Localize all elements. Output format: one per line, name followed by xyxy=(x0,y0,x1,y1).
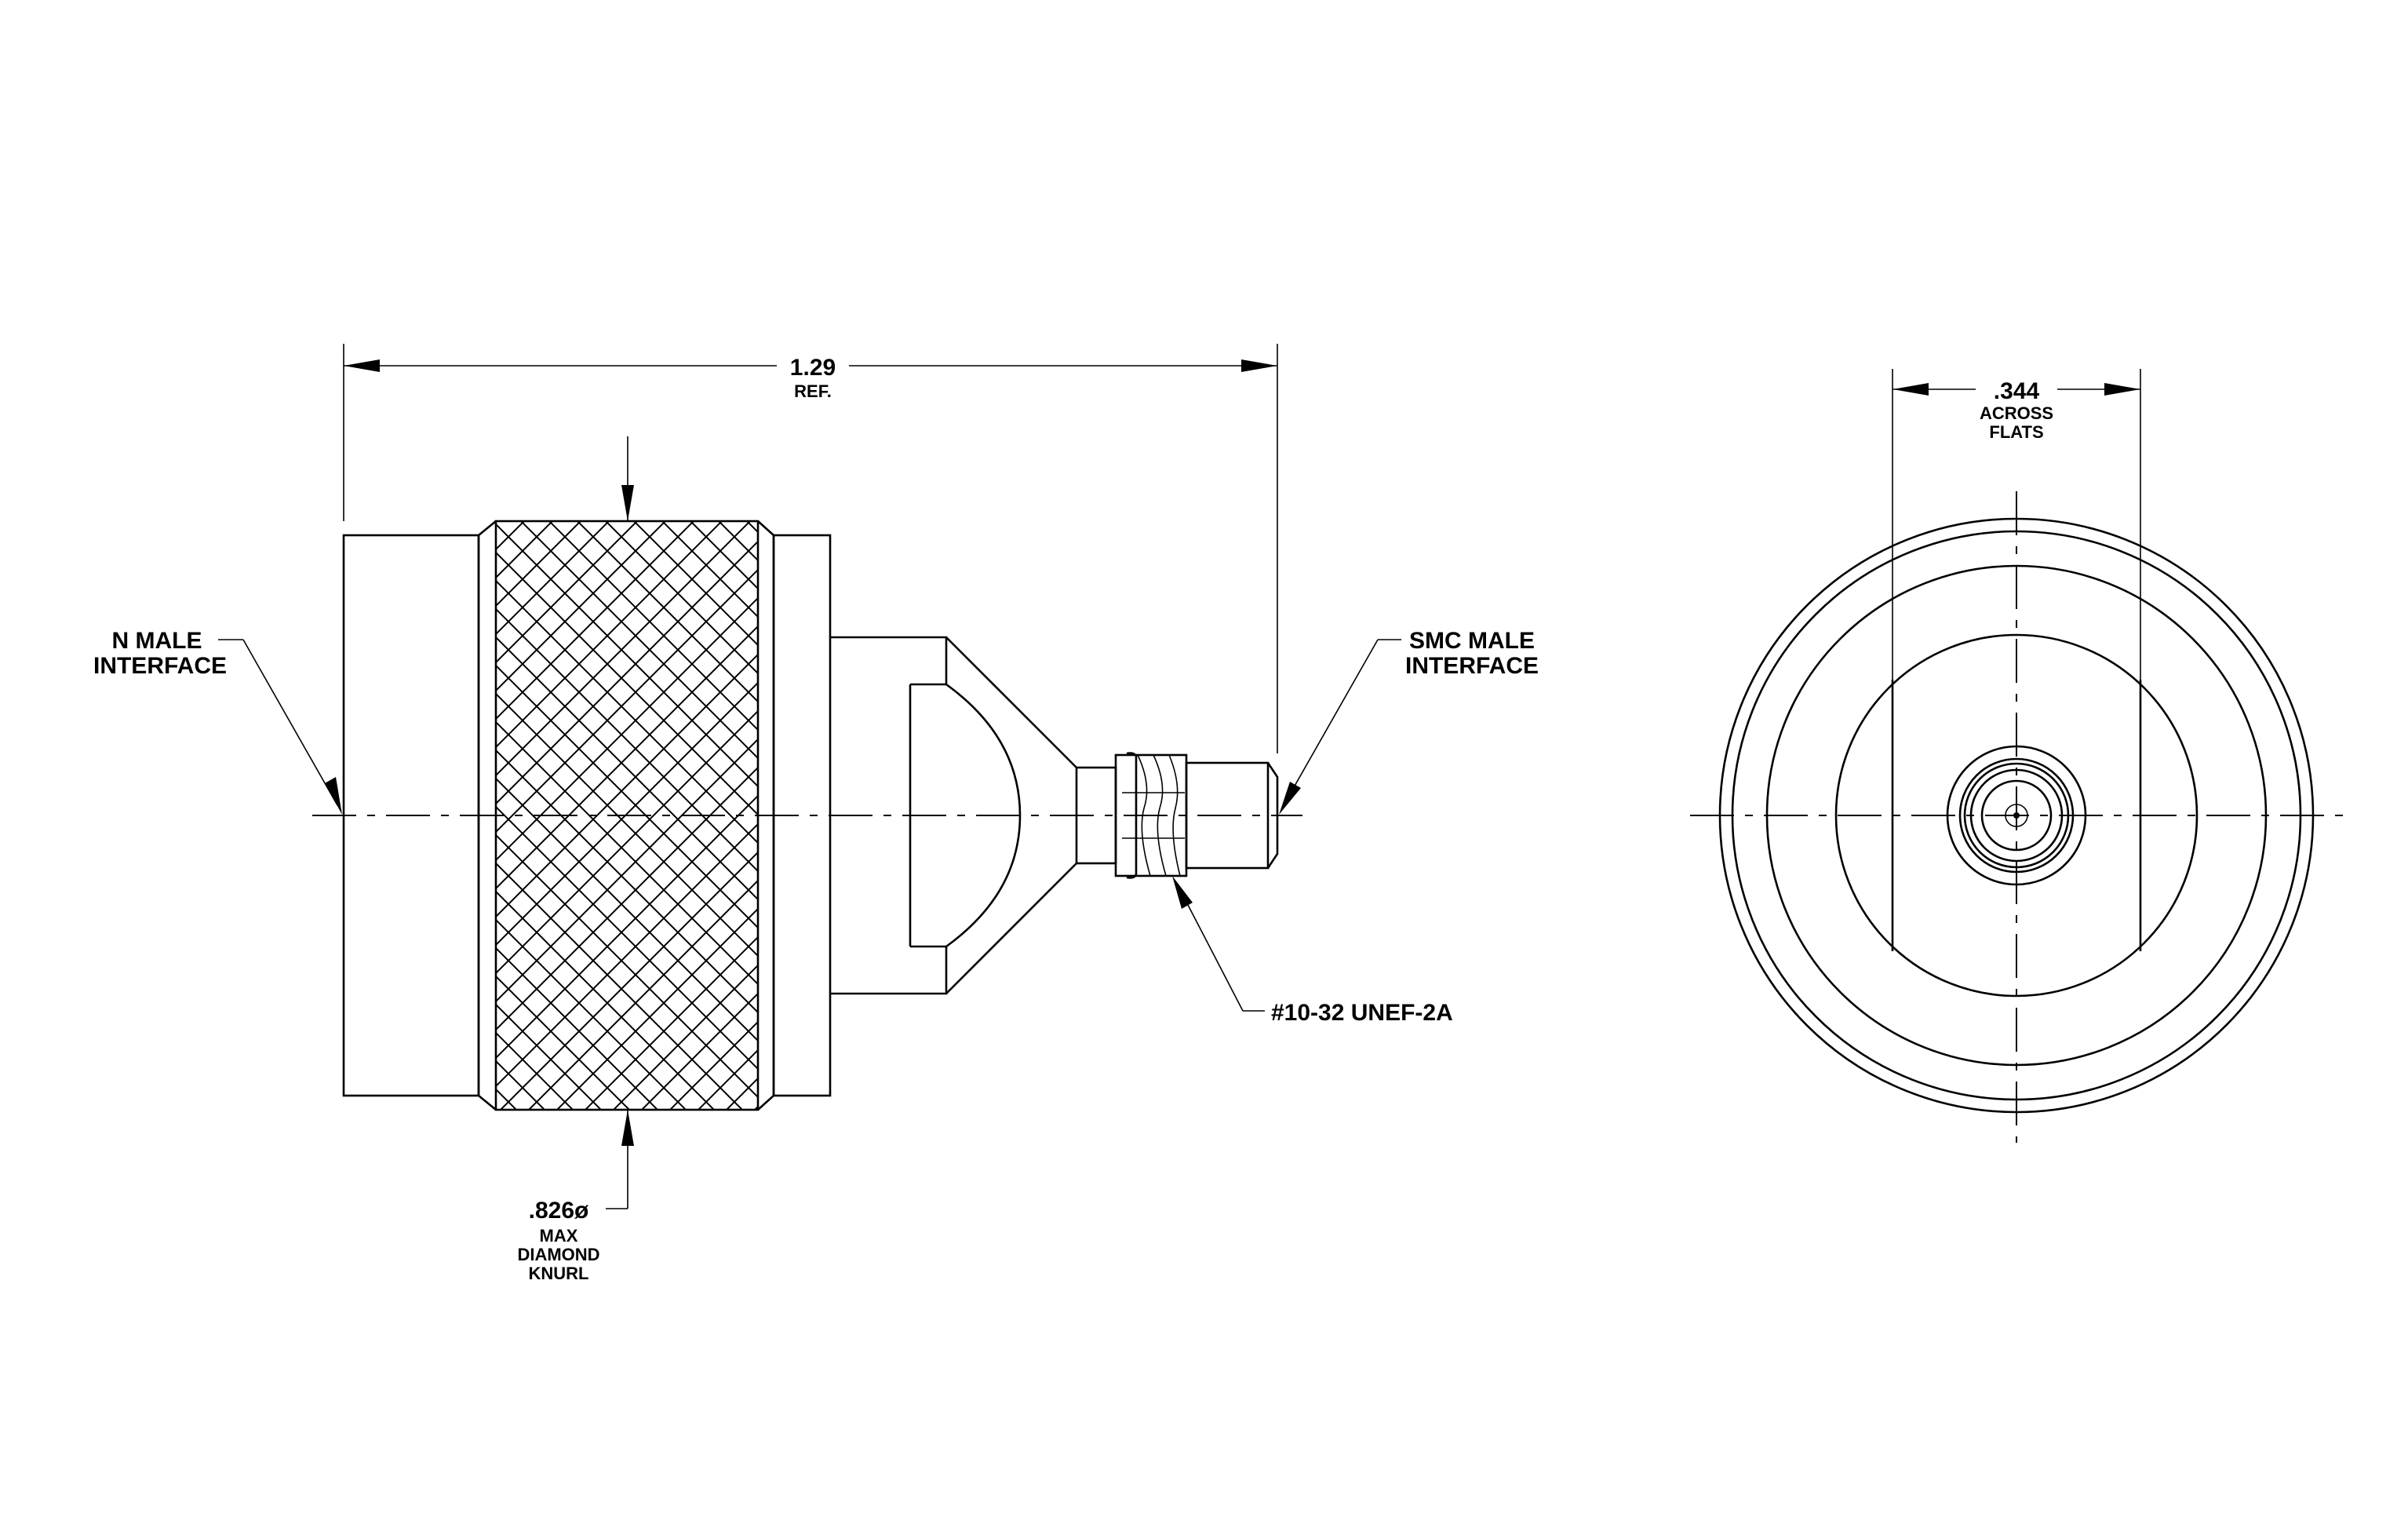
n-male-label-1: N MALE xyxy=(112,628,202,654)
thread-callout: #10-32 UNEF-2A xyxy=(1172,876,1453,1026)
overall-length-note: REF. xyxy=(794,381,832,401)
knurl-value: .826ø xyxy=(529,1198,589,1224)
overall-length-value: 1.29 xyxy=(790,355,836,381)
overall-length-dimension: 1.29 REF. xyxy=(343,344,1278,753)
smc-male-callout: SMC MALE INTERFACE xyxy=(1279,628,1539,815)
end-view: .344 ACROSS FLATS xyxy=(1690,369,2344,1143)
smc-male-label-1: SMC MALE xyxy=(1409,628,1535,654)
knurl-note-3: KNURL xyxy=(529,1264,589,1283)
knurl-note-2: DIAMOND xyxy=(517,1245,599,1264)
n-male-label-2: INTERFACE xyxy=(93,653,227,679)
smc-male-label-2: INTERFACE xyxy=(1405,653,1539,679)
across-flats-dimension: .344 ACROSS FLATS xyxy=(1892,369,2141,680)
across-flats-note-1: ACROSS xyxy=(1980,403,2053,423)
knurl-dimension: .826ø MAX DIAMOND KNURL xyxy=(517,436,634,1283)
knurl-note-1: MAX xyxy=(540,1226,578,1246)
across-flats-note-2: FLATS xyxy=(1989,422,2043,442)
n-male-callout: N MALE INTERFACE xyxy=(93,628,342,815)
across-flats-value: .344 xyxy=(1994,378,2040,404)
side-view: 1.29 REF. .826ø MAX DIAMOND KNURL N MALE… xyxy=(93,344,1539,1283)
thread-label: #10-32 UNEF-2A xyxy=(1271,1000,1453,1026)
